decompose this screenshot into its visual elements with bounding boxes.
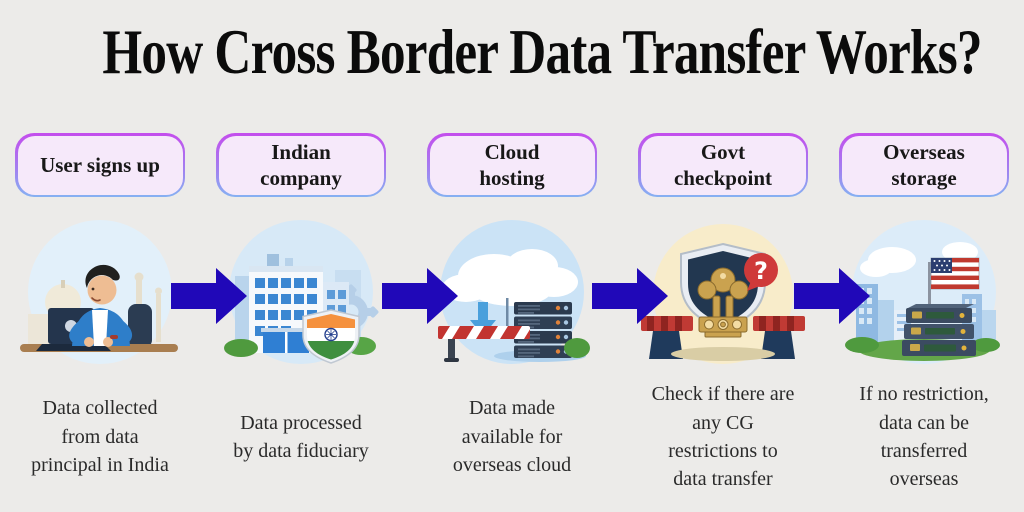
person-icon: [69, 264, 133, 347]
flow-arrow-icon: [171, 268, 247, 324]
step-pill-cloud-hosting: Cloud hosting: [427, 133, 597, 197]
ashoka-lion-capital-icon: [697, 267, 749, 338]
step-pill-overseas-storage: Overseas storage: [839, 133, 1009, 197]
step-caption: Check if there are any CG restrictions t…: [651, 383, 795, 491]
step-caption: Data processed by data fiduciary: [233, 411, 369, 462]
us-flag-icon: [928, 257, 980, 314]
cloud-hosting-illustration: [438, 220, 590, 364]
india-flag-shield-icon: [302, 309, 360, 364]
chair-icon: [128, 304, 152, 348]
ashoka-emblem-shield-icon: [680, 242, 766, 338]
step-pill-user-signs-up: User signs up: [15, 133, 185, 197]
flow-arrow-icon: [592, 268, 668, 324]
step-caption: Data collected from data principal in In…: [31, 397, 169, 477]
flow-arrow-icon: [382, 268, 458, 324]
page-title: How Cross Border Data Transfer Works?: [102, 16, 982, 87]
govt-checkpoint-illustration: ?: [641, 224, 805, 364]
step-pill-label: Overseas storage: [841, 135, 1007, 195]
overseas-storage-illustration: [845, 220, 1000, 364]
step-pill-label: Cloud hosting: [429, 135, 595, 195]
step-pill-govt-checkpoint: Govt checkpoint: [638, 133, 808, 197]
barrier-icon: [438, 326, 530, 362]
person-laptop-taj-mahal-illustration: [20, 220, 178, 364]
indian-company-building-illustration: [224, 220, 379, 364]
step-pill-label: Govt checkpoint: [640, 135, 806, 195]
step-caption: If no restriction, data can be transferr…: [859, 383, 989, 491]
cloud-icon: [442, 249, 578, 306]
server-stack-icon: [902, 304, 976, 356]
svg-text:?: ?: [754, 257, 768, 285]
step-pill-label: Indian company: [218, 135, 384, 195]
question-bubble-icon: ?: [744, 253, 778, 291]
checkpoint-stand-right-icon: [753, 316, 805, 359]
step-pill-label: User signs up: [17, 135, 183, 195]
step-caption: Data made available for overseas cloud: [452, 397, 572, 477]
step-pill-indian-company: Indian company: [216, 133, 386, 197]
flow-arrow-icon: [794, 268, 870, 324]
